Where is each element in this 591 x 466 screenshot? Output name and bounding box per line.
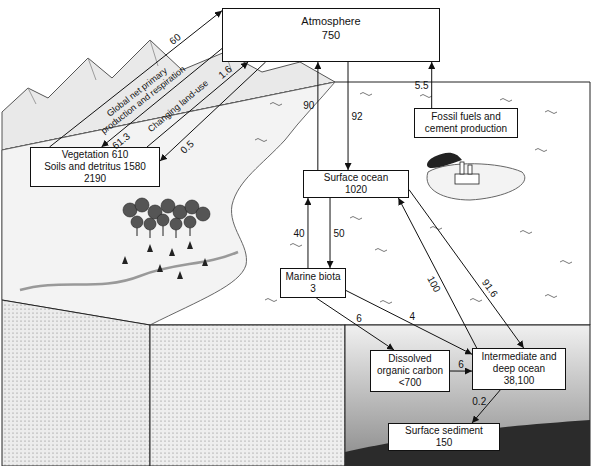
reservoir-box: Intermediate and deep ocean38,100 [472,348,566,390]
flux-arrow [398,198,476,348]
flux-value: 5.5 [415,79,429,90]
block-left-texture [2,300,150,466]
reservoir-value: 38,100 [504,375,535,387]
factory [455,162,479,184]
reservoir-value: <700 [399,377,422,389]
flux-value: 6 [458,359,464,370]
flux-arrow [307,198,308,268]
reservoir-name: Marine biota [285,271,340,283]
reservoir-name: Intermediate and deep ocean [475,351,563,375]
flux-arrow [472,390,500,423]
reservoir-name: Surface sediment [405,425,483,437]
flux-value: 50 [333,228,344,239]
tree-trunks [137,226,190,238]
flux-arrow [450,371,472,372]
reservoir-name: Fossil fuels and cement production [417,111,515,135]
sediment-layer [345,420,590,466]
flux-arrow [330,198,331,268]
flux-arrow [409,190,524,348]
block-left-face [2,300,150,466]
flux-value: 4 [409,311,415,322]
ocean-section [345,325,590,466]
reservoir-box: Atmosphere750 [222,8,440,62]
island [427,164,525,200]
reservoir-box: Dissolved organic carbon<700 [370,350,450,392]
reservoir-value: Soils and detritus 1580 [44,161,146,173]
flux-value: 40 [293,228,304,239]
block-top [2,82,590,325]
flux-arrow [431,62,432,108]
reservoir-value: 1020 [345,184,367,196]
land-section [150,325,345,466]
water-waves [255,93,572,304]
reservoir-value: 150 [436,437,453,449]
reservoir-box: Surface ocean1020 [303,170,409,198]
flux-value: 92 [351,110,362,121]
tree-stumps [122,241,208,279]
reservoir-box: Fossil fuels and cement production [414,108,518,138]
reservoir-value: 2190 [84,173,106,185]
river [20,252,238,290]
flux-arrow [317,62,318,170]
flux-value: 0.2 [472,395,486,406]
reservoir-name: Surface ocean [324,172,389,184]
reservoir-value: 3 [310,283,316,295]
reservoir-value: 750 [322,28,340,42]
forest [123,198,210,230]
flux-value: 6 [356,313,362,324]
reservoir-box: Marine biota3 [280,268,346,298]
flux-value: 60 [167,32,183,48]
reservoir-name: Vegetation 610 [62,149,129,161]
reservoir-name: Atmosphere [301,14,360,28]
reservoir-box: Vegetation 610Soils and detritus 1580219… [30,147,160,187]
land-section-texture [150,325,345,466]
reservoir-name: Dissolved organic carbon [373,353,447,377]
flux-arrow [346,291,472,355]
flux-arrow [316,298,394,350]
flux-arrow [348,62,349,170]
smoke [427,153,462,168]
reservoir-box: Surface sediment150 [388,423,500,451]
flux-value: 90 [303,100,314,111]
